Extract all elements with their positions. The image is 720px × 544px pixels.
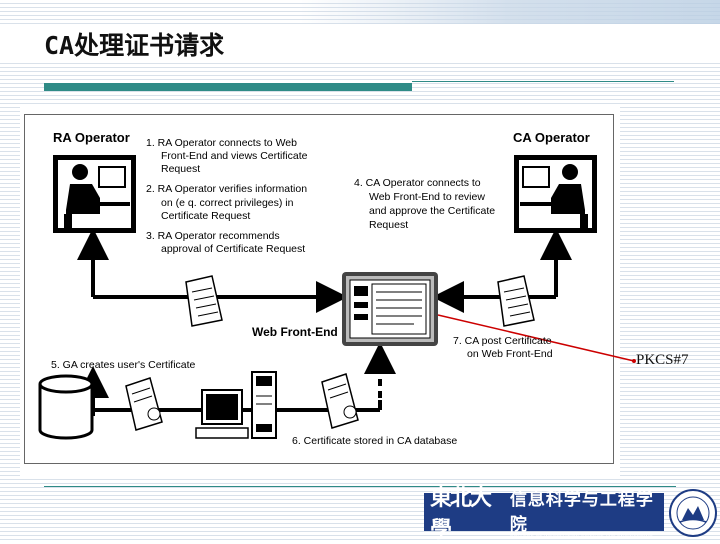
web-front-end-label: Web Front-End — [252, 325, 338, 339]
ra-step-line: Certificate Request — [161, 210, 250, 222]
ra-step-line: approval of Certificate Request — [161, 243, 305, 255]
pkcs7-annotation-line — [437, 314, 635, 362]
certificate-icon-left — [125, 377, 163, 431]
title-rule — [412, 81, 674, 82]
request-document-icon-left — [185, 275, 223, 327]
step7-line: on Web Front-End — [467, 348, 553, 360]
web-front-end-icon — [342, 272, 438, 346]
ca-steps-text: 4. CA Operator connects to Web Front-End… — [354, 177, 495, 231]
step7-line: 7. CA post Certificate — [453, 335, 552, 347]
title-accent-bar — [44, 83, 412, 91]
step7-text: 7. CA post Certificate on Web Front-End — [453, 335, 553, 360]
request-document-icon-right — [497, 275, 535, 327]
ra-step-line: on (e q. correct privileges) in — [161, 197, 294, 209]
pkcs7-annotation-dot — [632, 359, 636, 363]
ra-operator-label: RA Operator — [53, 130, 130, 145]
logo-name-en: COLLEGE OF INFORMATION SCIENCE AND ENGIN… — [509, 534, 654, 540]
ra-step-line: Front-End and views Certificate — [161, 150, 308, 162]
step6-text: 6. Certificate stored in CA database — [292, 435, 457, 447]
pkcs7-annotation: PKCS#7 — [636, 352, 689, 368]
slide-title: CA处理证书请求 — [44, 31, 225, 60]
ra-step-line: Request — [161, 163, 200, 175]
university-seal-icon — [669, 489, 717, 537]
certificate-icon-right — [321, 373, 359, 429]
ca-step-line: and approve the Certificate — [369, 205, 495, 217]
ra-step-line: 1. RA Operator connects to Web — [146, 137, 297, 149]
ca-database-icon — [38, 374, 94, 440]
ra-step-line: 3. RA Operator recommends — [146, 230, 280, 242]
ca-step-line: Request — [369, 219, 408, 231]
logo-name-cn: 信息科学与工程学院 — [509, 489, 654, 534]
logo-text-block: 信息科学与工程学院 COLLEGE OF INFORMATION SCIENCE… — [510, 485, 664, 540]
step5-text: 5. GA creates user's Certificate — [51, 359, 196, 371]
ra-operator-icon — [53, 155, 136, 233]
ca-operator-label: CA Operator — [513, 130, 590, 145]
ca-workstation-icon — [195, 371, 277, 439]
bottom-rule — [44, 486, 676, 487]
logo-calligraphy: 東北大學 — [430, 485, 492, 543]
ca-step-line: Web Front-End to review — [369, 191, 485, 203]
title-band — [0, 24, 720, 60]
ca-operator-icon — [514, 155, 597, 233]
ra-step-line: 2. RA Operator verifies information — [146, 183, 307, 195]
university-logo: 東北大學 信息科学与工程学院 COLLEGE OF INFORMATION SC… — [424, 485, 664, 543]
ra-steps-text: 1. RA Operator connects to Web Front-End… — [146, 137, 308, 255]
ca-step-line: 4. CA Operator connects to — [354, 177, 481, 189]
